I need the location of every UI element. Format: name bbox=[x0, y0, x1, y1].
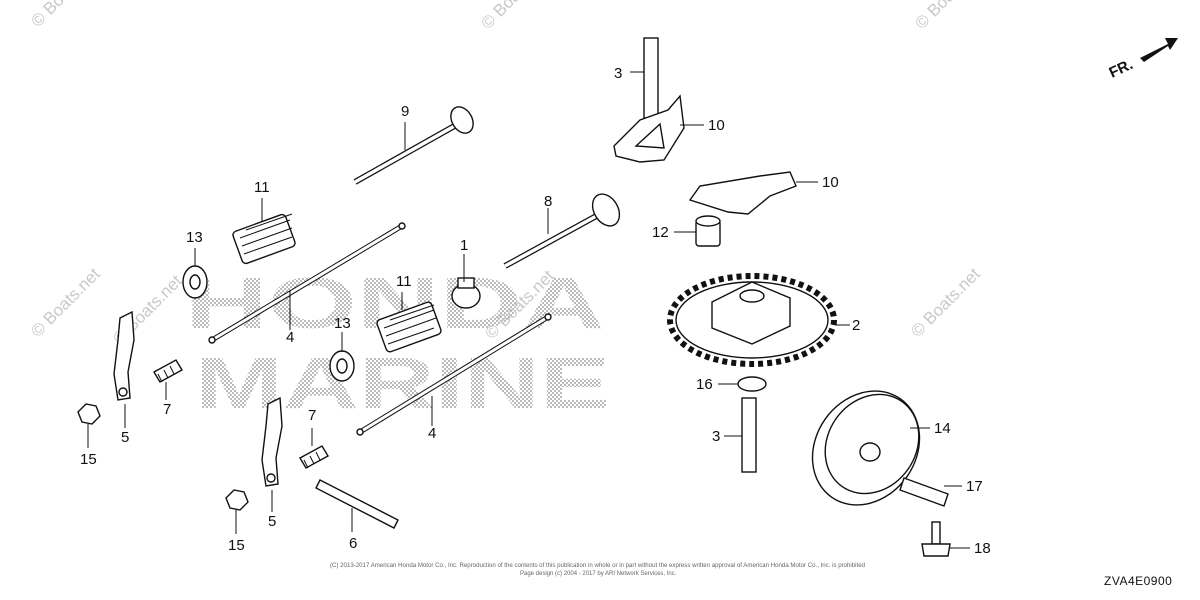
part-pin-6 bbox=[315, 479, 399, 529]
part-pushrod-4 bbox=[356, 313, 552, 436]
callout-14: 14 bbox=[934, 420, 951, 437]
part-arm-10 bbox=[688, 171, 797, 215]
callout-5: 5 bbox=[121, 429, 129, 446]
callout-4: 4 bbox=[428, 425, 436, 442]
watermark: © Boats.net bbox=[907, 264, 984, 341]
watermark: © Boats.net bbox=[27, 264, 104, 341]
watermark: © Boats.net bbox=[27, 0, 104, 31]
part-rocker-5 bbox=[113, 310, 135, 401]
watermark: © Boats.net bbox=[911, 0, 988, 33]
part-spring-11 bbox=[376, 301, 442, 353]
part-pin-3 bbox=[741, 397, 757, 473]
part-washer-16 bbox=[737, 376, 767, 392]
callout-11: 11 bbox=[254, 179, 270, 196]
part-bolt-18 bbox=[921, 521, 951, 557]
page-design-notice: Page design (c) 2004 - 2017 by ARI Netwo… bbox=[520, 571, 677, 577]
part-valve-8 bbox=[503, 193, 621, 269]
callout-12: 12 bbox=[652, 224, 669, 241]
part-bushing-12 bbox=[695, 215, 721, 247]
callout-11: 11 bbox=[396, 273, 412, 290]
part-spring-11 bbox=[232, 213, 296, 265]
callouts: 1 2 3 3 4 4 5 5 6 7 7 8 9 10 10 11 11 12… bbox=[80, 65, 991, 557]
part-arm-10 bbox=[613, 94, 685, 163]
callout-3: 3 bbox=[614, 65, 622, 82]
callout-1: 1 bbox=[460, 237, 468, 254]
part-pushrod-4 bbox=[208, 222, 406, 344]
part-shaft-17 bbox=[899, 477, 949, 507]
callout-2: 2 bbox=[852, 317, 860, 334]
callout-16: 16 bbox=[696, 376, 713, 393]
part-rocker-5 bbox=[261, 396, 283, 487]
part-nut-15 bbox=[77, 403, 101, 425]
callout-18: 18 bbox=[974, 540, 991, 557]
part-pin-3 bbox=[643, 37, 659, 119]
part-retainer-13 bbox=[182, 265, 208, 299]
figure-code: ZVA4E0900 bbox=[1104, 574, 1172, 588]
callout-17: 17 bbox=[966, 478, 983, 495]
callout-13: 13 bbox=[186, 229, 203, 246]
copyright-notice: (C) 2013-2017 American Honda Motor Co., … bbox=[330, 563, 865, 569]
callout-10: 10 bbox=[822, 174, 839, 191]
part-gear-2 bbox=[667, 273, 837, 367]
part-plate-14 bbox=[811, 390, 921, 506]
callout-7: 7 bbox=[308, 407, 316, 424]
part-nut-15 bbox=[225, 489, 249, 511]
leader-lines bbox=[87, 71, 970, 549]
watermark: © Boats.net bbox=[477, 0, 554, 33]
callout-15: 15 bbox=[80, 451, 97, 468]
callout-5: 5 bbox=[268, 513, 276, 530]
part-seat-1 bbox=[451, 277, 481, 309]
callout-4: 4 bbox=[286, 329, 294, 346]
callout-15: 15 bbox=[228, 537, 245, 554]
part-screw-7 bbox=[299, 445, 329, 469]
callout-3: 3 bbox=[712, 428, 720, 445]
part-valve-9 bbox=[353, 106, 474, 185]
callout-10: 10 bbox=[708, 117, 725, 134]
part-screw-7 bbox=[153, 359, 183, 383]
callout-13: 13 bbox=[334, 315, 351, 332]
brand-marine: MARINE bbox=[195, 344, 610, 424]
callout-8: 8 bbox=[544, 193, 552, 210]
callout-7: 7 bbox=[163, 401, 171, 418]
front-arrow-icon: FR. bbox=[1107, 38, 1178, 82]
svg-text:FR.: FR. bbox=[1107, 56, 1136, 82]
callout-9: 9 bbox=[401, 103, 409, 120]
callout-6: 6 bbox=[349, 535, 357, 552]
part-retainer-13 bbox=[329, 350, 355, 382]
